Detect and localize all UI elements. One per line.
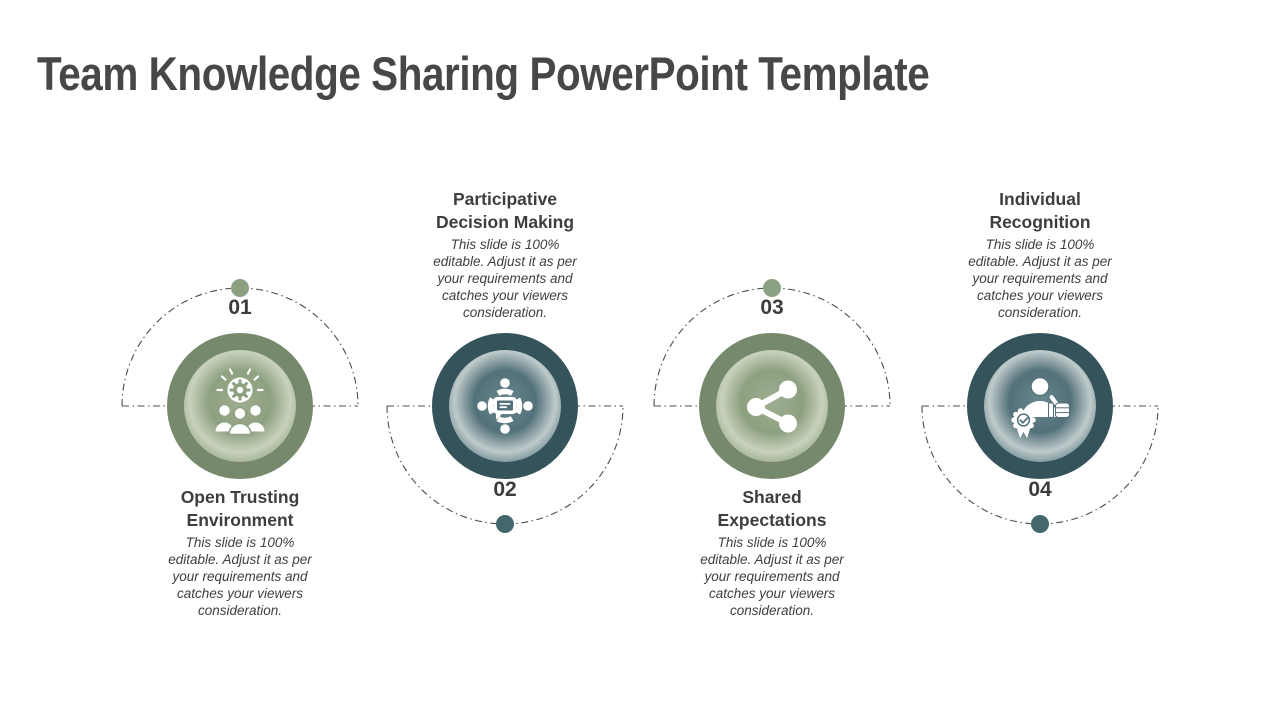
step-description: consideration. <box>997 305 1083 320</box>
dashed-arc <box>121 287 359 407</box>
step-description: This slide is 100% <box>985 237 1095 252</box>
arc-dot <box>1031 515 1049 533</box>
step-description: your requirements and <box>704 569 840 584</box>
step-description: catches your viewers <box>441 288 569 303</box>
step-title: Shared <box>742 487 802 507</box>
dashed-arc <box>653 287 891 407</box>
step-2-graphic <box>386 333 624 533</box>
step-description: This slide is 100% <box>717 535 827 550</box>
step-circle-inner <box>716 350 828 462</box>
dashed-arc <box>386 405 624 525</box>
step-description: This slide is 100% <box>185 535 295 550</box>
team-gear-icon <box>215 368 265 436</box>
step-description: your requirements and <box>172 569 308 584</box>
step-title: Participative <box>452 189 558 209</box>
step-title: Recognition <box>989 212 1091 232</box>
step-description: consideration. <box>729 603 815 618</box>
step-1-graphic <box>121 279 359 479</box>
arc-dot <box>496 515 514 533</box>
step-title: Open Trusting <box>180 487 300 507</box>
step-description: editable. Adjust it as per <box>168 552 312 567</box>
individual-recognition-icon <box>1011 376 1070 438</box>
step-number: 03 <box>760 296 784 319</box>
step-circle-inner <box>184 350 296 462</box>
step-number: 01 <box>228 296 252 319</box>
step-description: consideration. <box>462 305 548 320</box>
share-icon <box>747 380 797 433</box>
step-description: your requirements and <box>972 271 1108 286</box>
step-description: catches your viewers <box>708 586 836 601</box>
step-4-graphic <box>921 333 1159 533</box>
step-title: Decision Making <box>435 212 575 232</box>
group-discussion-icon <box>477 378 533 434</box>
step-description: editable. Adjust it as per <box>968 254 1112 269</box>
step-3-graphic <box>653 279 891 479</box>
step-text-block: Shared Expectations This slide is 100% e… <box>662 486 882 619</box>
step-text-block: Participative Decision Making This slide… <box>395 188 615 321</box>
step-description: consideration. <box>197 603 283 618</box>
step-text-block: Open Trusting Environment This slide is … <box>130 486 350 619</box>
step-description: catches your viewers <box>976 288 1104 303</box>
step-description: This slide is 100% <box>450 237 560 252</box>
dashed-arc <box>921 405 1159 525</box>
step-title: Environment <box>186 510 294 530</box>
arc-dot <box>763 279 781 297</box>
page-title: Team Knowledge Sharing PowerPoint Templa… <box>37 47 930 100</box>
step-description: editable. Adjust it as per <box>700 552 844 567</box>
step-description: your requirements and <box>437 271 573 286</box>
arc-dot <box>231 279 249 297</box>
step-number: 02 <box>493 478 517 501</box>
step-number: 04 <box>1028 478 1052 501</box>
step-title: Expectations <box>717 510 827 530</box>
step-description: catches your viewers <box>176 586 304 601</box>
step-text-block: Individual Recognition This slide is 100… <box>930 188 1150 321</box>
step-title: Individual <box>999 189 1081 209</box>
step-description: editable. Adjust it as per <box>433 254 577 269</box>
